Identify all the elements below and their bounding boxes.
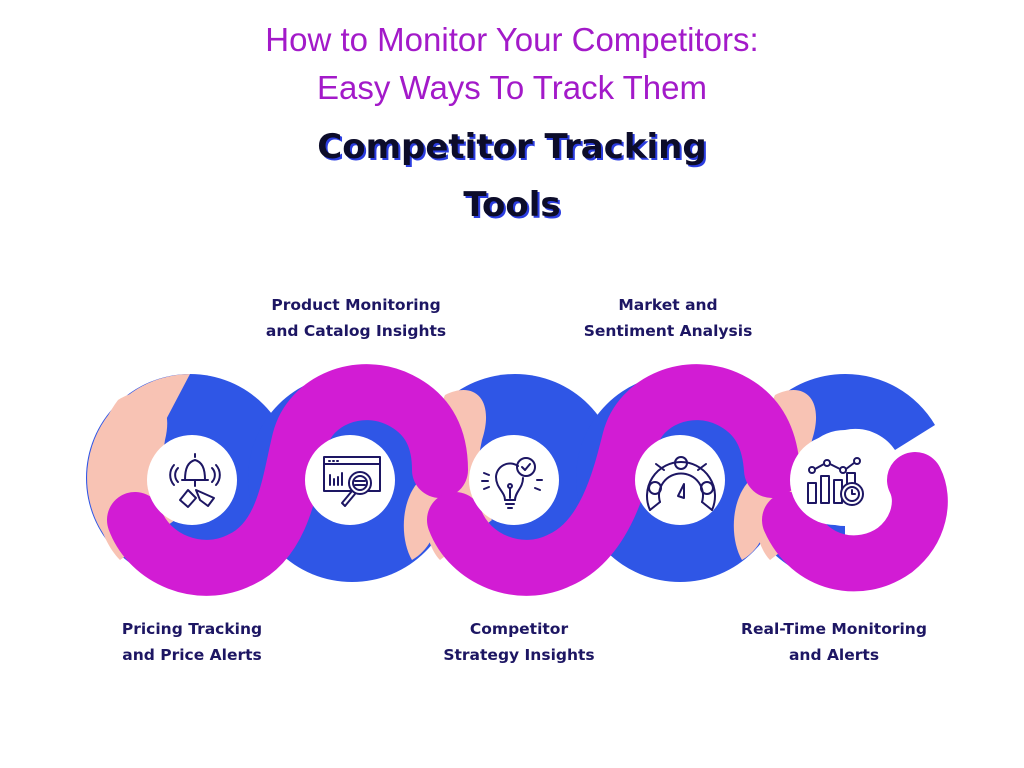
- page-title-line-1: How to Monitor Your Competitors:: [265, 21, 759, 58]
- step-label-competitor-strategy: Competitor Strategy Insights: [389, 616, 649, 668]
- section-heading-line-1: Competitor Tracking: [317, 127, 707, 167]
- chart-clock-icon: [807, 457, 864, 506]
- step-label-pricing-tracking: Pricing Tracking and Price Alerts: [62, 616, 322, 668]
- step-label-line-1: Market and: [618, 296, 718, 314]
- step-label-product-monitoring: Product Monitoring and Catalog Insights: [226, 292, 486, 344]
- step-label-line-1: Pricing Tracking: [121, 620, 263, 638]
- step-label-market-sentiment: Market and Sentiment Analysis: [538, 292, 798, 344]
- step-label-line-1: Competitor: [469, 620, 569, 638]
- section-heading-line-2: Tools: [463, 185, 561, 225]
- step-label-line-2: Sentiment Analysis: [583, 322, 753, 340]
- step-label-line-2: Strategy Insights: [443, 646, 595, 664]
- magenta-connectors: [107, 364, 948, 596]
- lightbulb-check-icon: [481, 457, 543, 509]
- step-label-line-2: and Alerts: [788, 646, 880, 664]
- step-label-line-2: and Catalog Insights: [265, 322, 447, 340]
- dashboard-magnifier-icon: [323, 456, 381, 507]
- bell-price-tag-icon: [169, 453, 221, 508]
- step-label-line-1: Product Monitoring: [271, 296, 441, 314]
- sentiment-gauge-icon: [646, 456, 716, 511]
- step-label-real-time-monitoring: Real-Time Monitoring and Alerts: [704, 616, 964, 668]
- step-label-line-1: Real-Time Monitoring: [741, 620, 927, 638]
- page-title-line-2: Easy Ways To Track Them: [316, 69, 707, 106]
- step-label-line-2: and Price Alerts: [122, 646, 262, 664]
